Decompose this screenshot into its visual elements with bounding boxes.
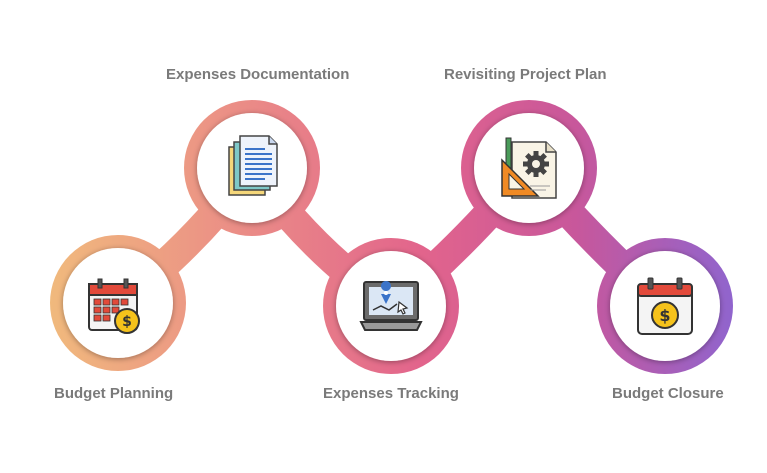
laptop-map-tracking-icon <box>359 281 423 331</box>
calendar-dollar-closure-icon: $ <box>637 277 693 335</box>
documents-stack-icon <box>228 135 278 196</box>
step-label-budget-closure: Budget Closure <box>612 385 724 402</box>
blueprint-gear-icon <box>501 137 557 199</box>
step-label-budget-planning: Budget Planning <box>54 385 174 402</box>
svg-text:$: $ <box>659 306 670 325</box>
step-label-expenses-tracking: Expenses Tracking <box>323 385 459 402</box>
step-label-expenses-documentation: Expenses Documentation <box>166 66 350 83</box>
calendar-dollar-icon: $ <box>88 278 140 334</box>
step-label-revisiting-project-plan: Revisiting Project Plan <box>444 66 607 83</box>
svg-text:$: $ <box>122 314 132 330</box>
